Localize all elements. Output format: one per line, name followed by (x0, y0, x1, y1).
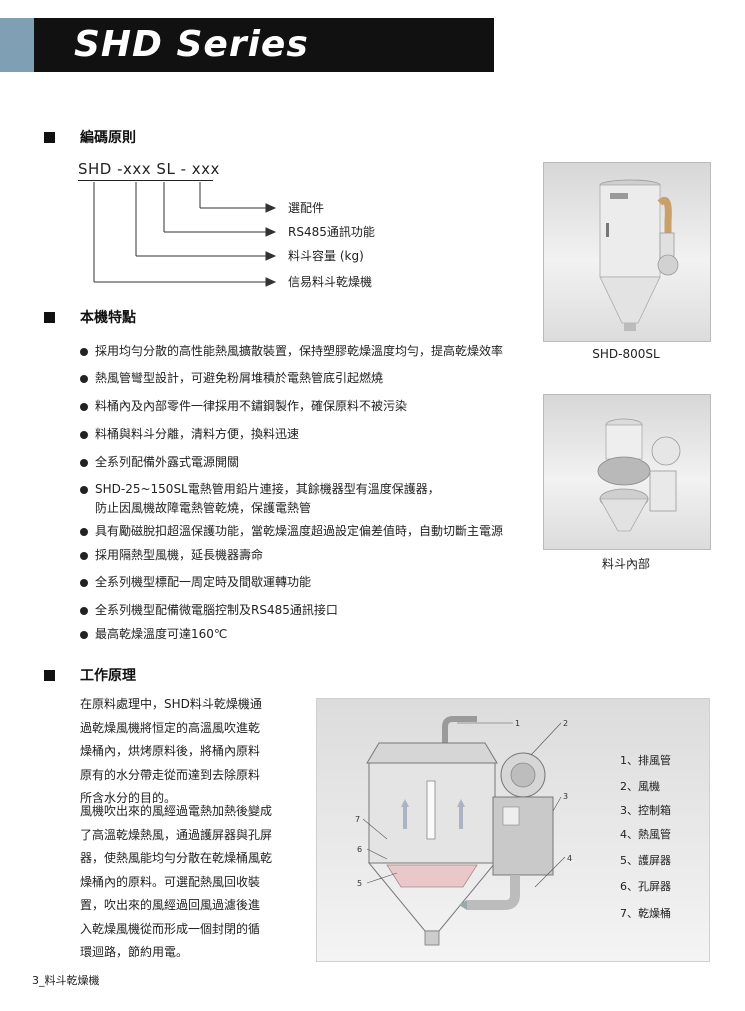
diagram-legend-item: 1、排風管 (620, 754, 671, 767)
code-item-brand: 信易料斗乾燥機 (288, 275, 373, 289)
diagram-legend-item: 3、控制箱 (620, 804, 671, 817)
principle-line: 了高溫乾燥熱風，通過護屏器與孔屏 (80, 827, 273, 842)
feature-bullet (80, 486, 88, 494)
feature-item: 料桶內及內部零件一律採用不鏽鋼製作，確保原料不被污染 (95, 399, 408, 413)
principle-section-title: 工作原理 (80, 668, 136, 684)
diagram-number: 5 (357, 879, 362, 888)
hopper-interior-illustration (597, 418, 681, 532)
page-title: SHD Series (74, 24, 309, 65)
code-item-options: 選配件 (288, 201, 325, 215)
coding-tree-lines (93, 182, 277, 287)
feature-item: 採用均勻分散的高性能熱風擴散裝置，保持塑膠乾燥溫度均勻，提高乾燥效率 (95, 344, 504, 358)
feature-item: 全系列機型標配一周定時及間歇運轉功能 (95, 575, 312, 589)
feature-bullet (80, 528, 88, 536)
dryer-schematic-drawing: 1 2 3 4 5 6 7 (355, 716, 572, 946)
model-code-underline (78, 180, 213, 181)
principle-line: 原有的水分帶走從而達到去除原料 (80, 767, 261, 782)
feature-bullet (80, 631, 88, 639)
diagram-number: 2 (563, 719, 568, 728)
feature-bullet (80, 375, 88, 383)
header-bar (34, 18, 494, 72)
section-marker (44, 132, 55, 143)
principle-line: 置，吹出來的風經過回風過濾後進 (80, 898, 261, 912)
principle-line: 過乾燥風機將恒定的高溫風吹進乾 (80, 720, 261, 735)
principle-line: 燥桶內的原料。可選配熱風回收裝 (80, 874, 261, 889)
section-marker (44, 670, 55, 681)
feature-bullet (80, 348, 88, 356)
principle-line: 所含水分的目的。 (80, 791, 177, 805)
page-footer: 3_料斗乾燥機 (32, 974, 100, 987)
features-section-title: 本機特點 (80, 310, 136, 326)
principle-paragraph-2: 風機吹出來的風經過電熱加熱後變成 了高溫乾燥熱風，通過護屏器與孔屏 器，使熱風能… (80, 800, 290, 965)
feature-bullet (80, 552, 88, 560)
feature-item: SHD-25~150SL電熱管用鉛片連接，其餘機器型有溫度保護器， (95, 482, 440, 496)
diagram-legend-item: 7、乾燥桶 (620, 907, 671, 920)
feature-item: 最高乾燥溫度可達160℃ (95, 627, 228, 641)
principle-paragraph-1: 在原料處理中，SHD料斗乾燥機通 過乾燥風機將恒定的高溫風吹進乾 燥桶內，烘烤原… (80, 693, 290, 811)
feature-bullet (80, 403, 88, 411)
dryer-schematic-diagram: 1 2 3 4 5 6 7 1、排風管 2、風機 3、控制箱 4、熱風管 5、護… (316, 698, 710, 962)
feature-item: 採用隔熱型風機，延長機器壽命 (95, 548, 264, 562)
header-accent-block (0, 18, 34, 72)
principle-line: 在原料處理中，SHD料斗乾燥機通 (80, 697, 262, 711)
dryer-illustration (599, 179, 679, 331)
feature-item-continued: 防止因風機故障電熱管乾燒，保護電熱管 (95, 501, 312, 515)
diagram-number: 1 (515, 719, 520, 728)
principle-line: 入乾燥風機從而形成一個封閉的循 (80, 921, 261, 936)
coding-section-title: 編碼原則 (80, 130, 136, 146)
feature-item: 全系列配備外露式電源開關 (95, 455, 240, 469)
photo-caption-interior: 料斗內部 (601, 557, 650, 571)
diagram-number: 4 (567, 854, 572, 863)
feature-item: 料桶與料斗分離，清料方便，換料迅速 (95, 427, 300, 441)
feature-bullet (80, 459, 88, 467)
feature-item: 具有勵磁脫扣超溫保護功能，當乾燥溫度超過設定偏差值時，自動切斷主電源 (95, 524, 504, 538)
model-code: SHD -xxx SL - xxx (78, 160, 220, 178)
code-item-rs485: RS485通訊功能 (288, 225, 375, 239)
feature-bullet (80, 579, 88, 587)
diagram-number: 7 (355, 815, 360, 824)
photo-caption-model: SHD-800SL (592, 347, 660, 361)
diagram-legend-item: 6、孔屏器 (620, 880, 671, 893)
code-item-capacity: 料斗容量 (kg) (288, 249, 364, 263)
product-photo-hopper-interior (543, 394, 711, 550)
diagram-number: 3 (563, 792, 568, 801)
diagram-legend-item: 4、熱風管 (620, 828, 671, 841)
principle-line: 環迴路，節約用電。 (80, 945, 189, 959)
principle-line: 器，使熱風能均勻分散在乾燥桶風乾 (80, 851, 273, 865)
product-photo-shd-800sl (543, 162, 711, 342)
feature-item: 熱風管彎型設計，可避免粉屑堆積於電熱管底引起燃燒 (95, 371, 384, 385)
feature-bullet (80, 607, 88, 615)
diagram-number: 6 (357, 845, 362, 854)
feature-item: 全系列機型配備微電腦控制及RS485通訊接口 (95, 603, 338, 617)
principle-line: 燥桶內，烘烤原料後，將桶內原料 (80, 744, 261, 758)
diagram-legend-item: 5、護屏器 (620, 854, 671, 867)
principle-line: 風機吹出來的風經過電熱加熱後變成 (80, 804, 273, 818)
feature-bullet (80, 431, 88, 439)
section-marker (44, 312, 55, 323)
diagram-legend-item: 2、風機 (620, 780, 660, 793)
